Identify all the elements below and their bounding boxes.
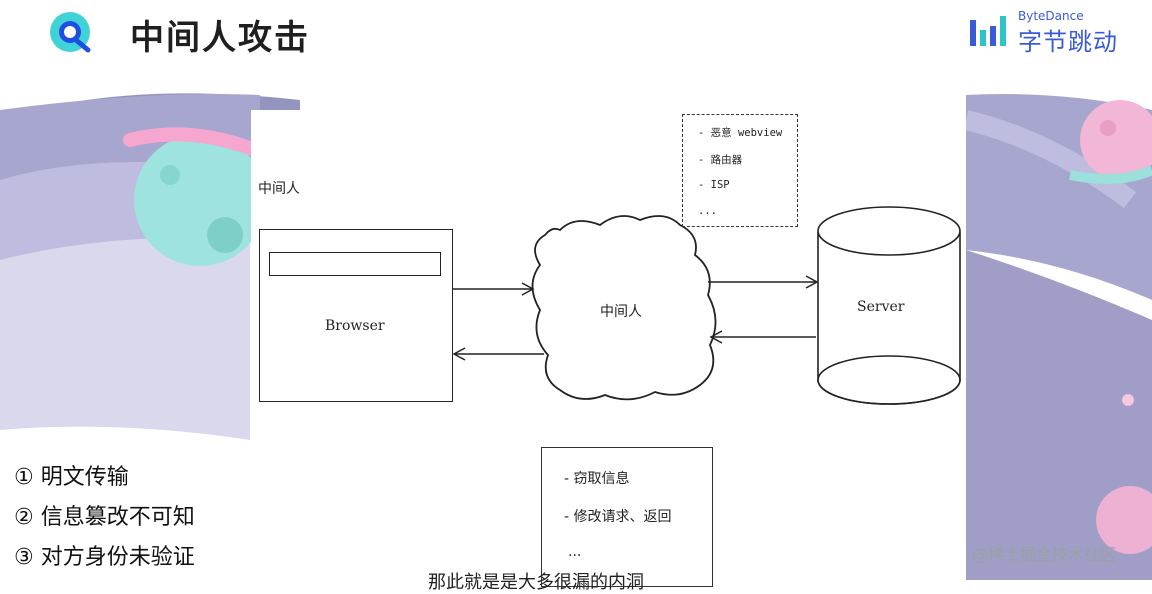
- community-watermark: @稀土掘金技术社区: [972, 545, 1117, 564]
- diagram-shapes: [452, 206, 961, 405]
- attack-item: - 修改请求、返回: [564, 509, 672, 525]
- intermediary-item: ...: [698, 205, 717, 217]
- intermediary-item: - 路由器: [698, 154, 743, 166]
- intermediary-item: - ISP: [698, 179, 730, 191]
- intermediary-item: - 恶意 webview: [698, 127, 783, 139]
- server-label: Server: [857, 299, 905, 315]
- app-logo-icon: [50, 12, 91, 53]
- brand-name-cn: 字节跳动: [1018, 28, 1118, 56]
- mitm-cloud-shape: [531, 215, 717, 401]
- point-plaintext: ① 明文传输: [14, 465, 129, 490]
- mitm-title-label: 中间人: [258, 181, 300, 197]
- attack-item: ...: [568, 544, 582, 560]
- bytedance-logo-icon: [970, 16, 1006, 46]
- browser-address-bar: [269, 252, 441, 276]
- mitm-cloud-label: 中间人: [600, 304, 642, 320]
- arrow-mitm-to-server: [708, 275, 819, 289]
- browser-label: Browser: [325, 318, 385, 334]
- point-tampering: ② 信息篡改不可知: [14, 505, 195, 530]
- browser-window-box: [259, 229, 453, 402]
- point-identity: ③ 对方身份未验证: [14, 545, 195, 570]
- arrow-mitm-to-browser: [452, 347, 544, 361]
- arrow-browser-to-mitm: [453, 282, 535, 296]
- attack-item: - 窃取信息: [564, 471, 630, 487]
- arrow-server-to-mitm: [709, 330, 816, 344]
- header-bar: [0, 0, 1152, 70]
- brand-name-en: ByteDance: [1018, 9, 1084, 23]
- slide-title: 中间人攻击: [130, 18, 310, 58]
- server-cylinder: [817, 206, 961, 405]
- intermediaries-box: [682, 114, 798, 227]
- video-subtitle: 那此就是是大多很漏的内洞: [428, 572, 644, 593]
